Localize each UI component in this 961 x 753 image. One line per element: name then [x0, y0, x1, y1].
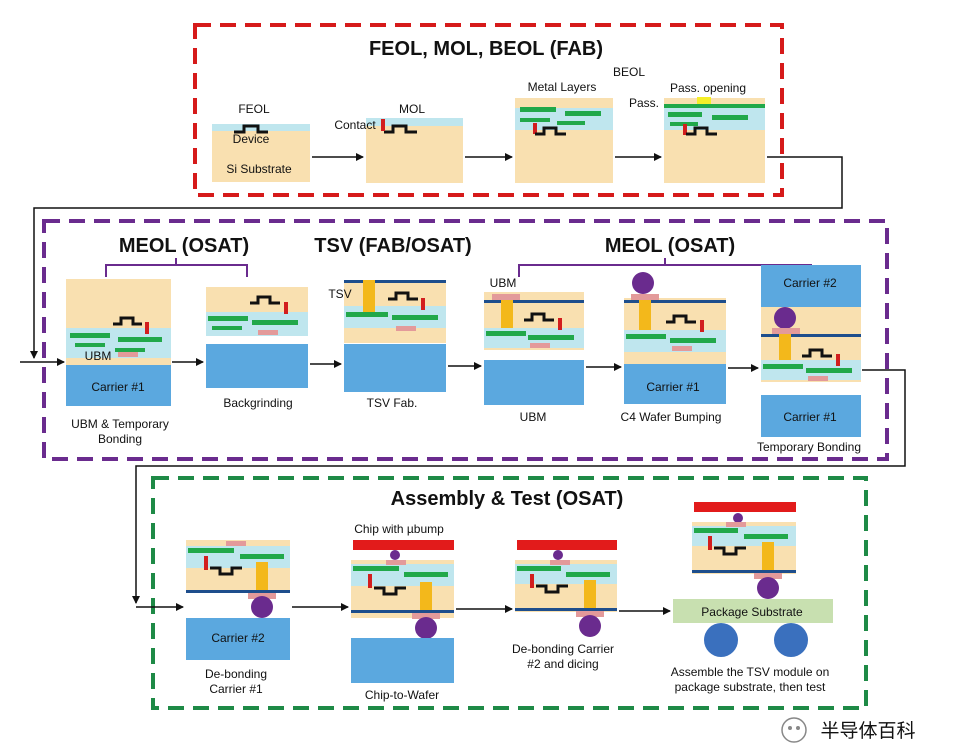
- beol-label: BEOL: [613, 65, 645, 79]
- contact-label: Contact: [334, 118, 376, 132]
- carrier1-label-step6: Carrier #1: [783, 410, 837, 424]
- feol-label: FEOL: [238, 102, 270, 116]
- fab-section-title: FEOL, MOL, BEOL (FAB): [369, 38, 603, 60]
- step-debonding-carrier2-caption: De-bonding Carrier#2 and dicing: [512, 642, 614, 671]
- assembly-section-box: [151, 476, 868, 710]
- pass-label: Pass.: [629, 96, 659, 110]
- feol-cross-section: [212, 124, 310, 182]
- carrier1-label-step5: Carrier #1: [646, 380, 700, 394]
- carrier2-label-step6: Carrier #2: [783, 276, 837, 290]
- metal-layers-cross-section: [515, 98, 613, 183]
- device-label: Device: [233, 132, 270, 146]
- ubm-temp-bonding-cross-section: [66, 279, 171, 406]
- package-assembly-cross-section: [673, 502, 833, 657]
- step-ubm-caption: UBM: [520, 410, 547, 424]
- step-backgrinding-caption: Backgrinding: [223, 396, 292, 410]
- meol-title-right: MEOL (OSAT): [605, 235, 735, 257]
- package-substrate-label: Package Substrate: [701, 605, 803, 619]
- watermark: 半导体百科: [781, 717, 916, 743]
- meol-left-bracket: [105, 258, 248, 277]
- si-substrate-label: Si Substrate: [226, 162, 292, 176]
- assembly-section-title: Assembly & Test (OSAT): [391, 488, 624, 510]
- debonding-carrier1-cross-section: [186, 540, 290, 660]
- connector-meol-to-assembly: [132, 369, 906, 604]
- debonding-carrier2-cross-section: [515, 540, 617, 637]
- ubm-label-step4: UBM: [490, 276, 517, 290]
- ubm-label-step1: UBM: [85, 349, 112, 363]
- mol-cross-section: [366, 118, 463, 183]
- tsv-fab-cross-section: [344, 280, 446, 392]
- carrier2-label-assembly1: Carrier #2: [211, 631, 265, 645]
- fab-section-box: [193, 23, 784, 197]
- step-chip-to-wafer-caption: Chip-to-Wafer: [365, 688, 439, 702]
- temp-bonding-cross-section: [761, 265, 861, 437]
- chip-with-ubump-label: Chip with µbump: [354, 522, 444, 536]
- step-c4-bumping-caption: C4 Wafer Bumping: [621, 410, 722, 424]
- watermark-text: 半导体百科: [820, 720, 915, 742]
- meol-section-box: [42, 219, 889, 461]
- connector-fab-to-meol: [30, 156, 843, 359]
- pass-opening-cross-section: [664, 97, 765, 183]
- step-temp-bonding-caption: Temporary Bonding: [757, 440, 861, 454]
- wechat-logo-icon: [781, 717, 807, 743]
- backgrinding-cross-section: [206, 287, 308, 388]
- mol-label: MOL: [399, 102, 425, 116]
- chip-to-wafer-cross-section: [351, 540, 454, 683]
- c4-bumping-cross-section: [624, 272, 726, 404]
- tsv-title: TSV (FAB/OSAT): [314, 235, 471, 257]
- metal-layers-label: Metal Layers: [528, 80, 597, 94]
- step-tsv-fab-caption: TSV Fab.: [367, 396, 418, 410]
- meol-title-left: MEOL (OSAT): [119, 235, 249, 257]
- tsv-label: TSV: [328, 287, 351, 301]
- ubm-cross-section: [484, 292, 584, 405]
- carrier1-label-step1: Carrier #1: [91, 380, 145, 394]
- pass-opening-label: Pass. opening: [670, 81, 746, 95]
